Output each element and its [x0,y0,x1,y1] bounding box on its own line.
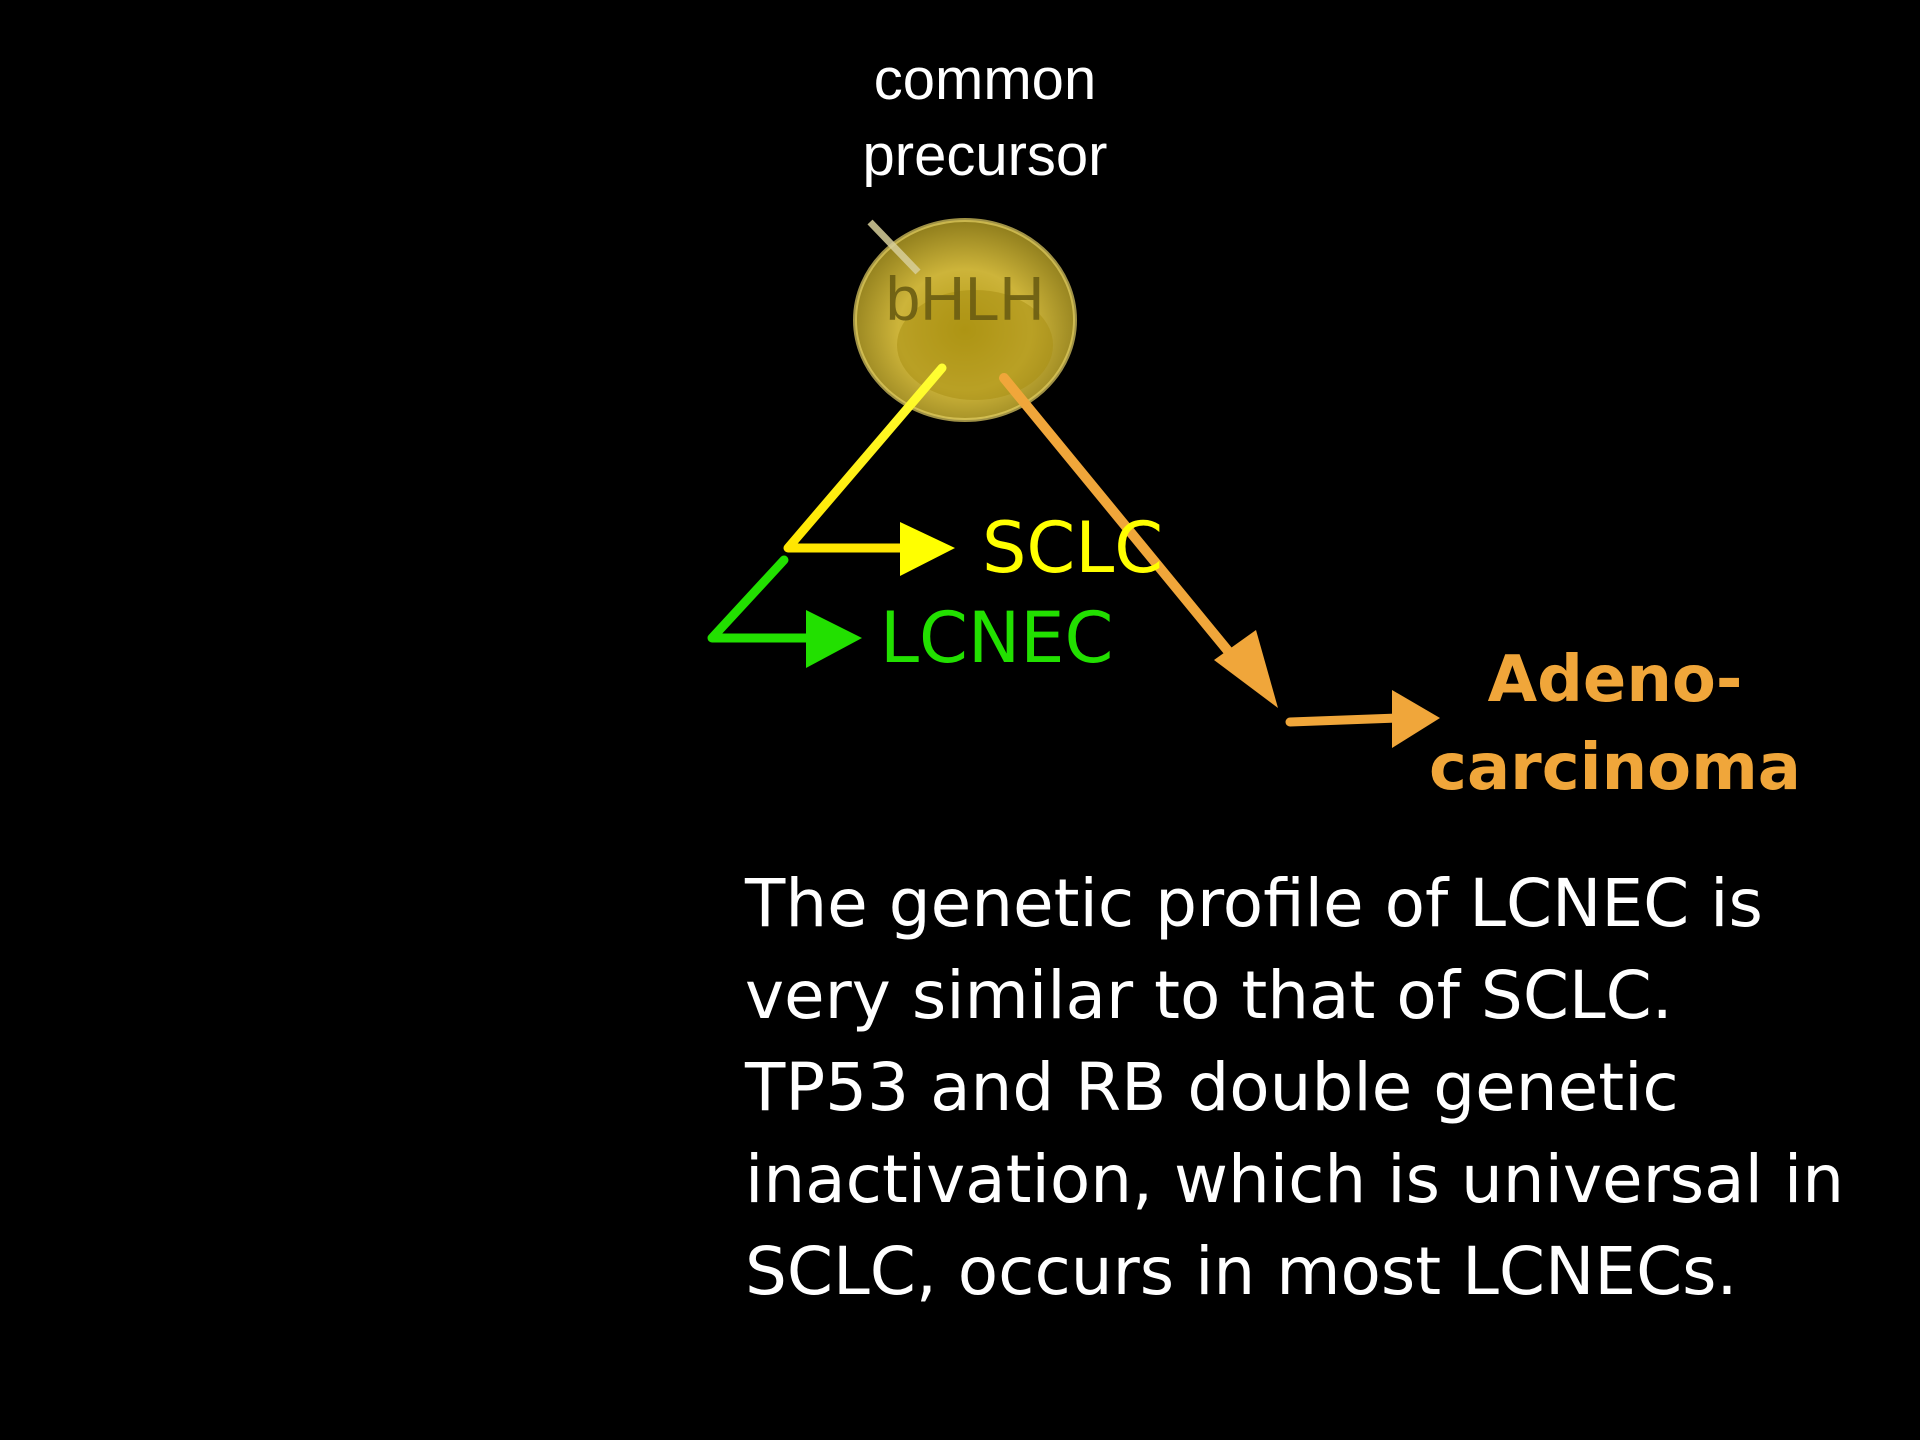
precursor-label-line-2: precursor [862,123,1108,188]
adeno-label-line-1: Adeno- [1487,643,1743,717]
sclc-label: SCLC [982,507,1164,589]
pin-icon [867,219,921,275]
body-text-line-3: TP53 and RB double genetic [745,1049,1679,1126]
adeno-arrow [999,373,1440,748]
lcnec-arrow [707,555,862,668]
body-text-line-1: The genetic profile of LCNEC is [745,865,1763,942]
body-text-line-2: very similar to that of SCLC. [745,957,1673,1034]
adenocarcinoma-label: Adeno- carcinoma [1390,636,1840,812]
body-text: The genetic profile of LCNEC is very sim… [745,858,1895,1318]
bhlh-label: bHLH [885,265,1045,334]
sclc-arrow [783,363,955,576]
body-text-line-5: SCLC, occurs in most LCNECs. [745,1233,1738,1310]
body-text-line-4: inactivation, which is universal in [745,1141,1845,1218]
adeno-label-line-2: carcinoma [1429,731,1801,805]
lcnec-label: LCNEC [880,597,1114,679]
bhlh-node [853,218,1077,422]
precursor-label-line-1: common [873,47,1097,112]
precursor-label: common precursor [820,42,1150,194]
